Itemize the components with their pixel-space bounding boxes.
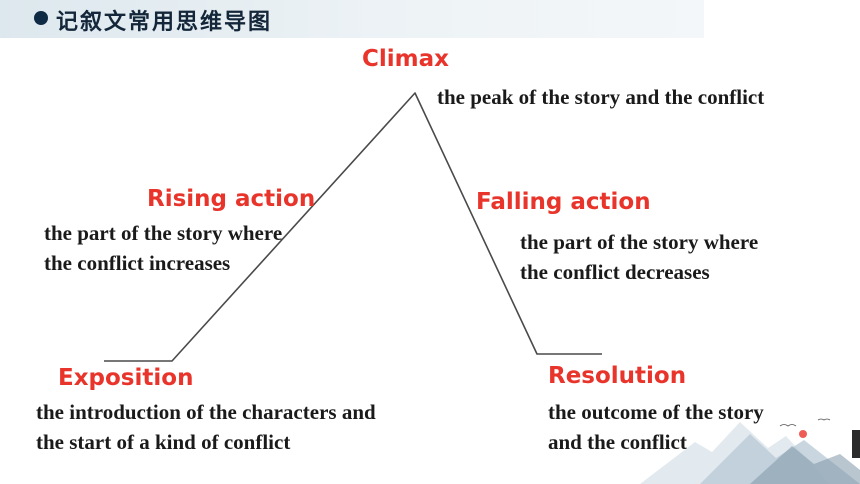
resolution-desc-line: and the conflict	[548, 430, 687, 454]
edge-tab	[852, 430, 860, 458]
exposition-desc-line: the introduction of the characters and	[36, 400, 376, 424]
resolution-description: the outcome of the story and the conflic…	[548, 397, 764, 457]
rising-action-label: Rising action	[147, 186, 316, 212]
falling-action-description: the part of the story where the conflict…	[520, 227, 758, 287]
falling-desc-line: the conflict decreases	[520, 260, 710, 284]
climax-desc-line: the peak of the story and the conflict	[437, 85, 765, 109]
exposition-desc-line: the start of a kind of conflict	[36, 430, 291, 454]
falling-desc-line: the part of the story where	[520, 230, 759, 254]
exposition-description: the introduction of the characters and t…	[36, 397, 376, 457]
falling-action-label: Falling action	[476, 189, 651, 215]
rising-desc-line: the conflict increases	[44, 251, 231, 275]
exposition-label: Exposition	[58, 365, 194, 391]
resolution-desc-line: the outcome of the story	[548, 400, 764, 424]
story-arc-line	[104, 92, 602, 362]
bullet-icon	[34, 11, 48, 25]
header-bar: 记叙文常用思维导图	[0, 0, 704, 38]
rising-action-description: the part of the story where the conflict…	[44, 218, 282, 278]
resolution-label: Resolution	[548, 363, 687, 389]
mountain-landscape-icon	[640, 418, 860, 484]
climax-description: the peak of the story and the conflict	[437, 82, 764, 112]
climax-label: Climax	[362, 46, 449, 72]
rising-desc-line: the part of the story where	[44, 221, 283, 245]
page-title: 记叙文常用思维导图	[56, 9, 273, 35]
